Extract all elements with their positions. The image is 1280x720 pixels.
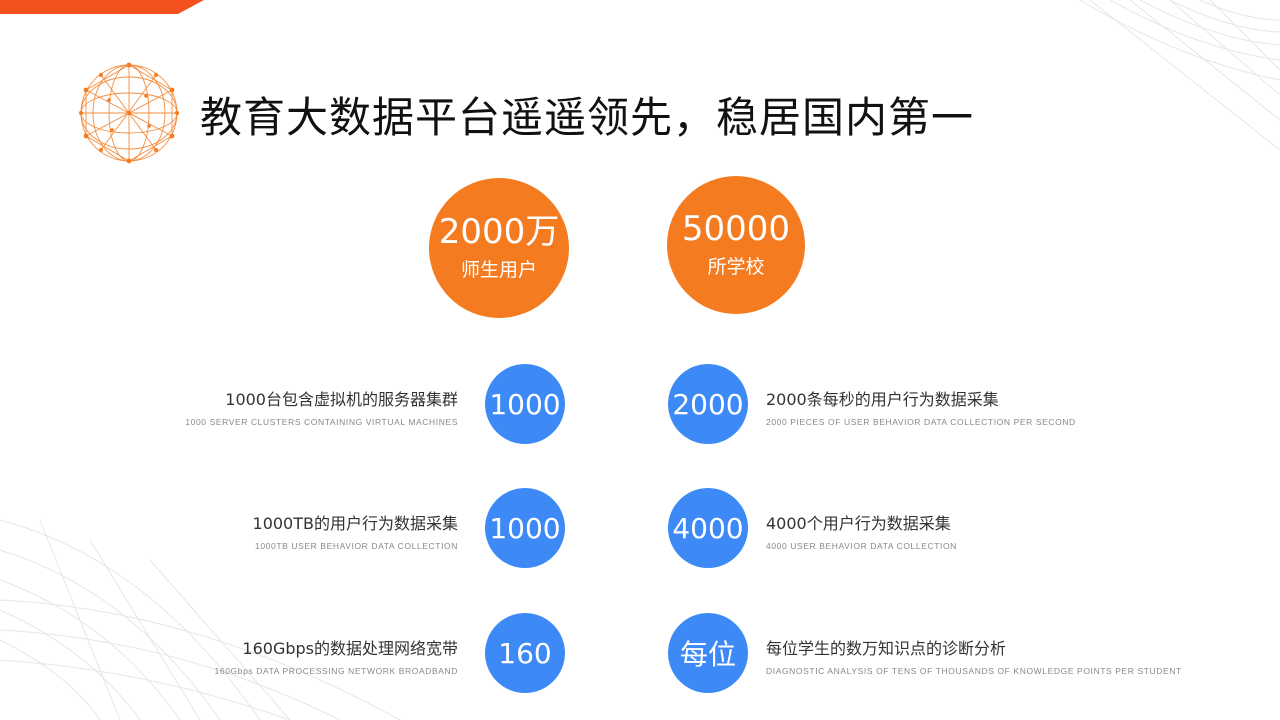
stat-circle-per-second: 2000: [668, 364, 748, 444]
stat-circle-diagnosis: 每位: [668, 613, 748, 693]
stat-desc-en: 1000TB USER BEHAVIOR DATA COLLECTION: [255, 541, 458, 551]
stat-circle-servers: 1000: [485, 364, 565, 444]
stat-circle-storage: 1000: [485, 488, 565, 568]
stat-desc-zh: 1000台包含虚拟机的服务器集群: [225, 390, 458, 409]
stat-desc-en: 1000 SERVER CLUSTERS CONTAINING VIRTUAL …: [185, 417, 458, 427]
stat-desc-zh: 2000条每秒的用户行为数据采集: [766, 390, 999, 409]
highlight-value: 2000万: [438, 211, 560, 252]
stat-desc-en: 2000 PIECES OF USER BEHAVIOR DATA COLLEC…: [766, 417, 1076, 427]
highlight-label: 师生用户: [460, 259, 537, 282]
highlight-label: 所学校: [707, 256, 765, 279]
highlight-users: 2000万 师生用户: [429, 178, 569, 318]
stat-desc-zh: 4000个用户行为数据采集: [766, 514, 951, 533]
stat-circle-behavior: 4000: [668, 488, 748, 568]
highlight-schools: 50000 所学校: [667, 176, 805, 314]
top-accent-bar: [0, 0, 204, 14]
stat-desc-zh: 每位学生的数万知识点的诊断分析: [766, 639, 1007, 658]
network-globe-icon: [79, 62, 179, 164]
stat-desc-servers: 1000台包含虚拟机的服务器集群 1000 SERVER CLUSTERS CO…: [185, 386, 458, 427]
highlight-value: 50000: [681, 208, 791, 249]
page-title: 教育大数据平台遥遥领先，稳居国内第一: [200, 93, 975, 142]
stat-desc-en: 4000 USER BEHAVIOR DATA COLLECTION: [766, 541, 957, 551]
stat-desc-zh: 160Gbps的数据处理网络宽带: [242, 639, 458, 658]
stat-desc-bandwidth: 160Gbps的数据处理网络宽带 160Gbps DATA PROCESSING…: [215, 635, 458, 676]
stat-desc-en: DIAGNOSTIC ANALYSIS OF TENS OF THOUSANDS…: [766, 666, 1182, 676]
stat-desc-diagnosis: 每位学生的数万知识点的诊断分析 DIAGNOSTIC ANALYSIS OF T…: [766, 635, 1182, 676]
stat-circle-bandwidth: 160: [485, 613, 565, 693]
stat-desc-behavior: 4000个用户行为数据采集 4000 USER BEHAVIOR DATA CO…: [766, 510, 957, 551]
stat-desc-en: 160Gbps DATA PROCESSING NETWORK BROADBAN…: [214, 666, 458, 676]
stat-desc-storage: 1000TB的用户行为数据采集 1000TB USER BEHAVIOR DAT…: [253, 510, 458, 551]
stat-desc-zh: 1000TB的用户行为数据采集: [252, 514, 458, 533]
stat-desc-per-second: 2000条每秒的用户行为数据采集 2000 PIECES OF USER BEH…: [766, 386, 1076, 427]
